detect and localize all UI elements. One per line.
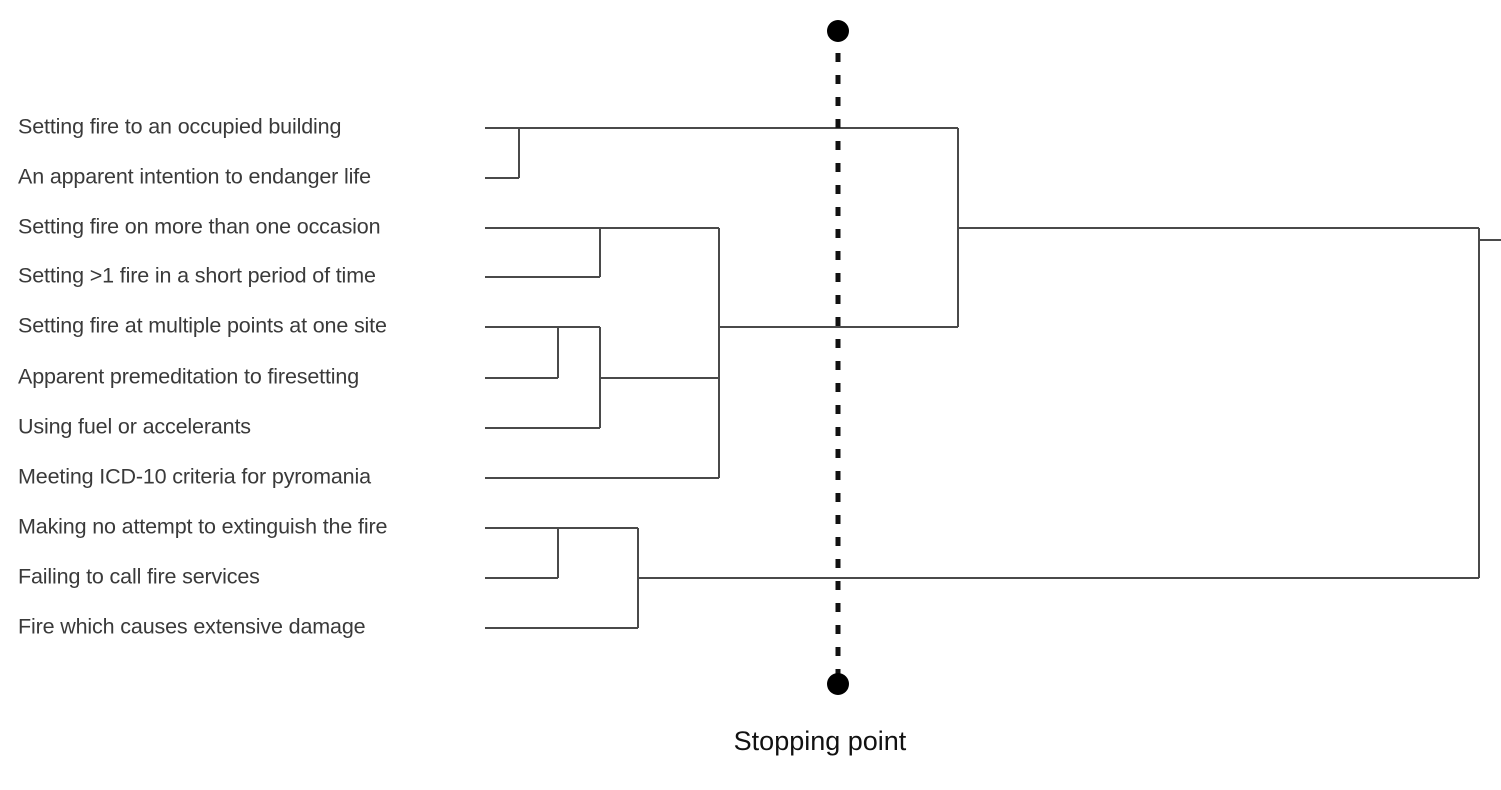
cluster-link-m8: [957, 128, 1479, 327]
leaf-label-l9: Making no attempt to extinguish the fire: [18, 515, 387, 539]
cluster-link-m6: [485, 527, 638, 579]
stopping-point-top-dot: [827, 20, 849, 42]
cluster-link-m4: [485, 327, 719, 429]
leaf-label-l1: Setting fire to an occupied building: [18, 115, 341, 139]
leaf-label-l10: Failing to call fire services: [18, 565, 260, 589]
leaf-label-l6: Apparent premeditation to firesetting: [18, 365, 359, 389]
leaf-label-group: Setting fire to an occupied building An …: [18, 115, 387, 639]
stopping-point-label: Stopping point: [734, 726, 907, 756]
cluster-link-m7: [485, 528, 1479, 629]
cluster-link-m5: [485, 228, 958, 479]
cluster-link-m3: [485, 326, 600, 379]
cluster-link-m2: [485, 227, 719, 278]
leaf-label-l4: Setting >1 fire in a short period of tim…: [18, 264, 376, 288]
cluster-link-m1: [485, 127, 958, 179]
leaf-label-l8: Meeting ICD-10 criteria for pyromania: [18, 465, 371, 489]
stopping-point-bottom-dot: [827, 673, 849, 695]
leaf-label-l7: Using fuel or accelerants: [18, 415, 251, 439]
cluster-link-root: [1478, 228, 1501, 578]
leaf-label-l2: An apparent intention to endanger life: [18, 165, 371, 189]
leaf-label-l3: Setting fire on more than one occasion: [18, 215, 380, 239]
stopping-point-group: Stopping point: [734, 20, 907, 756]
leaf-label-l5: Setting fire at multiple points at one s…: [18, 314, 387, 338]
leaf-label-l11: Fire which causes extensive damage: [18, 615, 365, 639]
